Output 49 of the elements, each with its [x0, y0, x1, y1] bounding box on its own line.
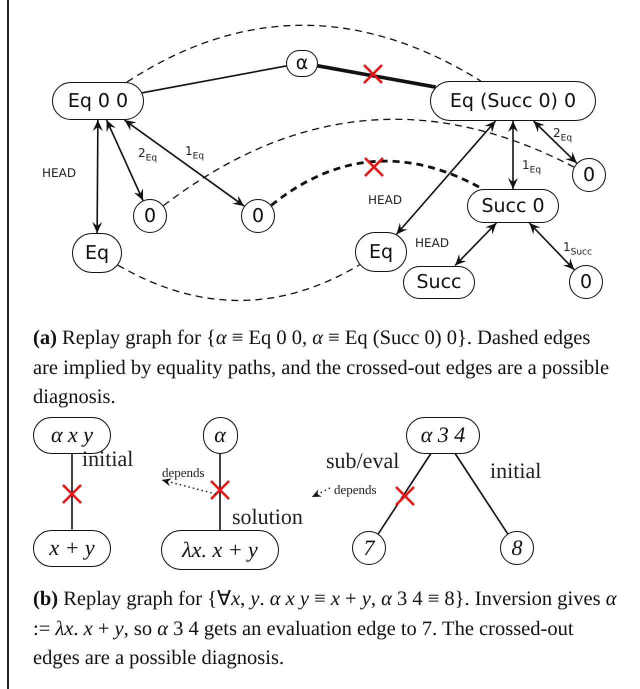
term-node: α — [286, 50, 318, 76]
edge-label: HEAD — [415, 236, 450, 250]
term-circle: 0 — [241, 199, 275, 233]
edge-line — [317, 64, 436, 89]
edge-label: HEAD — [368, 193, 402, 207]
figure-caption: (b) Replay graph for {∀x, y. α x y ≡ x + y, α 3 4 ≡ 8}. Inversion gives α := λx. x + y, so α 3 4 gets an evaluation edge to 7. The crossed-out edges are a possible diagnosis. — [33, 587, 618, 672]
arrow — [124, 119, 245, 207]
arrow — [508, 121, 518, 189]
edge-line — [454, 453, 508, 534]
edge-label: initial — [490, 458, 542, 484]
term-node: Succ 0 — [467, 189, 559, 223]
edge-line — [378, 453, 432, 534]
edge-label: sub/eval — [326, 448, 400, 474]
term-node: Eq — [355, 232, 407, 272]
edge-line — [163, 118, 574, 206]
arrow — [532, 120, 578, 164]
edge-label: HEAD — [42, 166, 76, 180]
edge-label: solution — [232, 504, 303, 530]
edge-line — [71, 454, 73, 530]
term-circle: 0 — [133, 199, 167, 233]
edge-label: 1$_{Eq}$ — [185, 144, 204, 162]
term-node: Eq — [72, 233, 122, 273]
edge-label: 2$_{Eq}$ — [553, 126, 572, 144]
edge-label: 1$_{Succ}$ — [563, 240, 592, 258]
figure-caption: (a) Replay graph for {α ≡ Eq 0 0, α ≡ Eq (Succ 0) 0}. Dashed edges are implied by equality paths, and the crossed-out edges are a possible diagnosis. — [33, 326, 610, 410]
term-node: α 3 4 — [406, 416, 480, 454]
term-circle: 0 — [569, 265, 603, 299]
term-circle: 8 — [500, 531, 534, 565]
edge-label: 1$_{Eq}$ — [522, 158, 542, 176]
arrow — [106, 120, 144, 201]
term-node: Succ — [403, 266, 475, 298]
term-node: Eq (Succ 0) 0 — [430, 81, 596, 121]
term-node: λx. x + y — [161, 530, 279, 570]
edge-label: 2$_{Eq}$ — [138, 146, 158, 164]
term-node: x + y — [33, 530, 111, 566]
term-node: α — [202, 416, 238, 454]
edge-line — [142, 65, 286, 94]
edge-line — [126, 24, 482, 83]
dependency-label: depends — [162, 465, 205, 481]
dependency-label: depends — [334, 482, 377, 498]
term-node: Eq 0 0 — [52, 82, 144, 120]
term-circle: 0 — [572, 158, 606, 192]
arrow — [92, 120, 103, 233]
edge-line — [219, 454, 221, 530]
edge-line — [118, 264, 360, 302]
term-circle: 7 — [352, 531, 386, 565]
arrow — [396, 120, 496, 235]
arrow — [454, 222, 498, 266]
arrow — [528, 222, 575, 270]
